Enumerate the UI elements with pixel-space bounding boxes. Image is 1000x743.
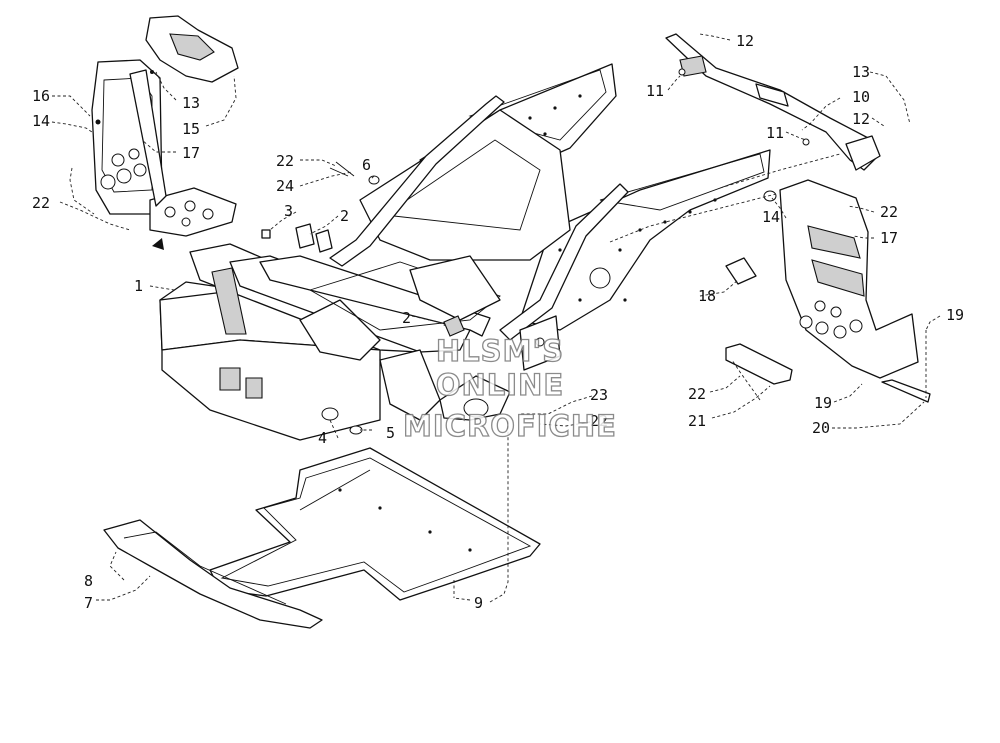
callout-12-upper: 12 bbox=[736, 32, 754, 50]
callout-2-upper: 2 bbox=[340, 207, 349, 225]
callout-21: 21 bbox=[688, 412, 706, 430]
callout-22-floor: 22 bbox=[590, 412, 608, 430]
steering-post bbox=[665, 33, 881, 171]
callout-14-left: 14 bbox=[32, 112, 50, 130]
front-skid-plate bbox=[103, 519, 323, 629]
callout-14-right: 14 bbox=[762, 208, 780, 226]
right-front-bulkhead bbox=[725, 179, 931, 403]
callout-19-lower: 19 bbox=[814, 394, 832, 412]
leader-lines bbox=[51, 33, 941, 603]
callout-5: 5 bbox=[386, 424, 395, 442]
callout-4: 4 bbox=[318, 429, 327, 447]
callout-24: 24 bbox=[276, 177, 294, 195]
callout-11-lower: 11 bbox=[766, 124, 784, 142]
callout-13-right: 13 bbox=[852, 63, 870, 81]
watermark-line-1: HLSM'S bbox=[436, 334, 564, 368]
watermark: HLSM'S ONLINE MICROFICHE bbox=[402, 333, 617, 443]
floor-pan bbox=[209, 447, 541, 601]
watermark-line-2: ONLINE bbox=[436, 368, 564, 402]
callout-2-lower: 2 bbox=[402, 309, 411, 327]
callout-22-center: 22 bbox=[276, 152, 294, 170]
callout-16: 16 bbox=[32, 87, 50, 105]
callout-23: 23 bbox=[590, 386, 608, 404]
callout-11-upper: 11 bbox=[646, 82, 664, 100]
callout-20: 20 bbox=[812, 419, 830, 437]
callout-19-right: 19 bbox=[946, 306, 964, 324]
callout-labels: 1 2 2 3 4 5 6 7 8 9 10 11 11 12 12 13 13… bbox=[32, 32, 964, 612]
main-chassis-frame bbox=[159, 63, 771, 441]
callout-22-right: 22 bbox=[880, 203, 898, 221]
callout-22-left: 22 bbox=[32, 194, 50, 212]
callout-22-lower: 22 bbox=[688, 385, 706, 403]
callout-6: 6 bbox=[362, 156, 371, 174]
callout-8: 8 bbox=[84, 572, 93, 590]
watermark-line-3: MICROFICHE bbox=[403, 409, 617, 443]
callout-13-left: 13 bbox=[182, 94, 200, 112]
callout-1: 1 bbox=[134, 277, 143, 295]
callout-18: 18 bbox=[698, 287, 716, 305]
callout-10: 10 bbox=[852, 88, 870, 106]
callout-3: 3 bbox=[284, 202, 293, 220]
callout-15: 15 bbox=[182, 120, 200, 138]
callout-17-right: 17 bbox=[880, 229, 898, 247]
callout-12-lower: 12 bbox=[852, 110, 870, 128]
callout-17-left: 17 bbox=[182, 144, 200, 162]
callout-7: 7 bbox=[84, 594, 93, 612]
callout-9: 9 bbox=[474, 594, 483, 612]
left-front-bulkhead bbox=[91, 15, 239, 250]
